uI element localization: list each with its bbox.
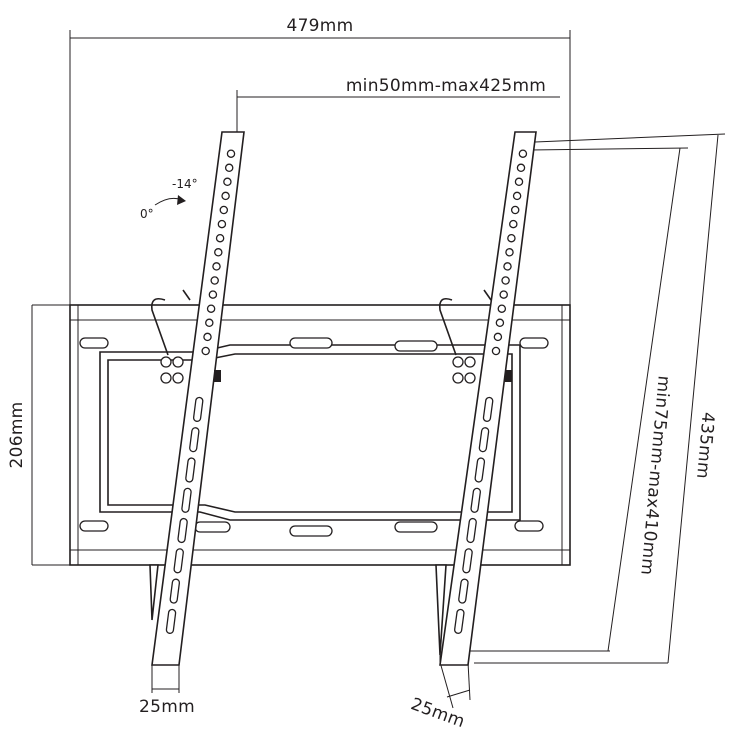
arm-slot [466,517,477,544]
vesa-vertical-dimension-line [607,147,681,652]
arm-hole [210,276,219,285]
arm-slot [165,608,177,634]
plate-slot [394,521,438,533]
left-arm-foot [149,564,159,621]
right-knob [464,356,476,368]
arm-hole [208,290,218,299]
tilt-max-label: -14° [172,177,198,191]
tilt-arrow-head [177,195,186,205]
left-arm-tilt-lever-top [182,289,191,301]
right-arm-tilt-lever [438,297,457,356]
plate-slot [79,337,109,349]
arm-hole [503,262,512,271]
right-knob [464,372,476,384]
arm-slot [478,427,490,453]
plate-slot [289,337,333,349]
arm-hole [512,191,522,201]
plate-slot [514,520,544,532]
arm-hole [205,318,214,328]
arm-hole [499,290,508,299]
arm-length-extension-top [534,133,726,143]
left-knob [160,372,172,384]
arm-slot [169,578,181,604]
right-arm-holes [454,149,528,634]
arm-hole [223,177,232,187]
arm-hole [224,163,234,173]
plate-slot [289,525,333,537]
arm-hole [497,304,507,313]
plate-slot [519,337,549,349]
left-knob [160,356,172,368]
arm-hole [201,346,210,356]
arm-slot [185,457,196,483]
arm-hole [206,304,216,313]
right-arm-width-extension-left [439,661,454,709]
right-knob [452,356,464,368]
arm-hole [514,177,524,187]
tilt-indicator: 0° -14° [140,177,198,221]
left-knob [172,372,184,384]
arm-hole [219,205,229,215]
arm-hole [507,233,516,243]
arm-slot [181,487,192,513]
dimension-lines [31,30,726,709]
vesa-vertical-extension-top [529,147,689,151]
right-arm [438,131,537,666]
right-arm-width-dimension-line [446,689,471,698]
arm-hole [495,318,505,328]
arm-slot [189,427,200,453]
arm-hole [212,262,221,271]
plate-slot [194,521,231,533]
arm-hole [491,346,501,356]
vesa-vertical-label: min75mm-max410mm [636,375,673,576]
right-arm-width-extension-right [467,661,471,701]
arm-slot [177,517,188,544]
arm-hole [518,149,528,158]
tilt-start-label: 0° [140,207,154,221]
arm-slot [474,457,486,483]
arm-slot [462,548,473,574]
vesa-horizontal-label: min50mm-max425mm [346,76,546,96]
arm-slot [192,396,204,422]
overall-width-label: 479mm [286,16,353,36]
left-arm-width-label: 25mm [139,697,195,717]
left-arm [150,131,245,666]
arm-hole [501,276,510,285]
right-arm-width-label: 25mm [408,694,467,732]
arm-hole [221,191,230,201]
arm-length-label: 435mm [692,411,718,480]
arm-hole [203,332,212,342]
arm-slot [454,608,465,634]
arm-slot [470,487,481,513]
right-arm-tilt-lever-top [483,289,492,301]
arm-hole [217,219,227,229]
arm-hole [226,149,236,158]
left-arm-tilt-lever [150,297,169,356]
right-bolt [505,370,512,382]
plate-slot [79,520,109,532]
arm-slot [173,548,184,574]
left-bolt [214,370,221,382]
arm-hole [509,219,518,229]
arm-hole [493,332,503,342]
right-knob [452,372,464,384]
left-knob [172,356,184,368]
arm-hole [505,248,514,257]
arm-slot [482,396,494,422]
arm-hole [215,233,225,243]
left-arm-holes [165,149,236,634]
right-arm-foot [435,564,447,656]
arm-hole [516,163,526,173]
arm-slot [458,578,469,604]
arm-hole [510,205,520,215]
arm-length-dimension-line [667,134,719,664]
arm-hole [214,248,223,257]
plate-height-label: 206mm [7,401,27,468]
plate-slot [394,340,438,352]
